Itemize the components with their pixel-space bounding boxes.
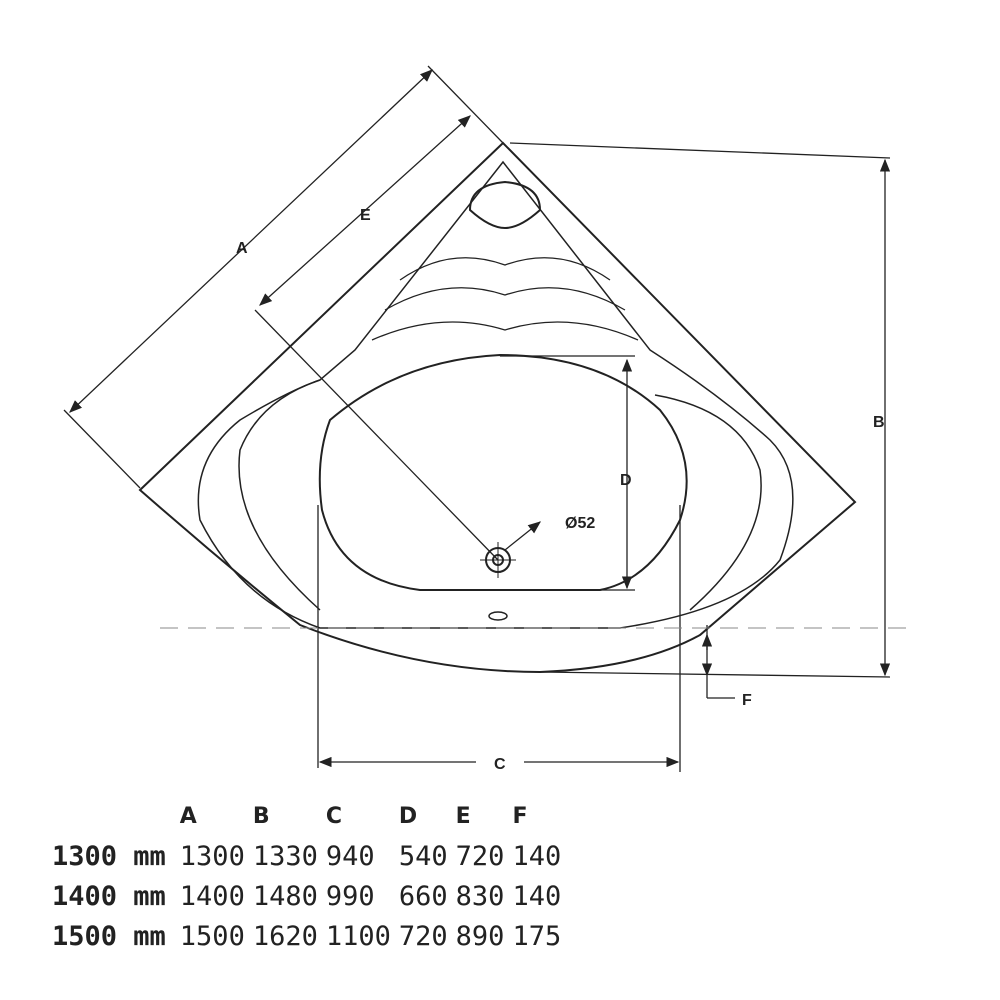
label-a: A <box>236 240 248 257</box>
col-header: A <box>179 803 197 829</box>
col-header: F <box>512 803 528 829</box>
col-header: E <box>455 803 471 829</box>
headrest <box>468 180 542 230</box>
label-e: E <box>360 207 371 224</box>
label-f: F <box>742 692 752 709</box>
tub-outline <box>138 141 857 674</box>
table-row: 1500 mm 1500 1620 1100 720 890 175 <box>52 920 562 952</box>
corner-bathtub-drawing: A E B D Ø52 C F <box>63 65 910 773</box>
col-header: C <box>325 803 343 829</box>
col-header: B <box>252 803 270 829</box>
label-b: B <box>873 414 885 431</box>
dimensions-table: A B C D E F 1300 mm 1300 1330 940 540 72… <box>52 796 569 956</box>
label-c: C <box>494 756 506 773</box>
label-drain-diameter: Ø52 <box>565 515 595 532</box>
table-row: 1300 mm 1300 1330 940 540 720 140 <box>52 840 562 872</box>
label-d: D <box>620 472 632 489</box>
table-header-row: A B C D E F <box>52 796 569 836</box>
table-row: 1400 mm 1400 1480 990 660 830 140 <box>52 880 562 912</box>
tub-basin <box>318 353 688 591</box>
col-header: D <box>398 803 418 829</box>
